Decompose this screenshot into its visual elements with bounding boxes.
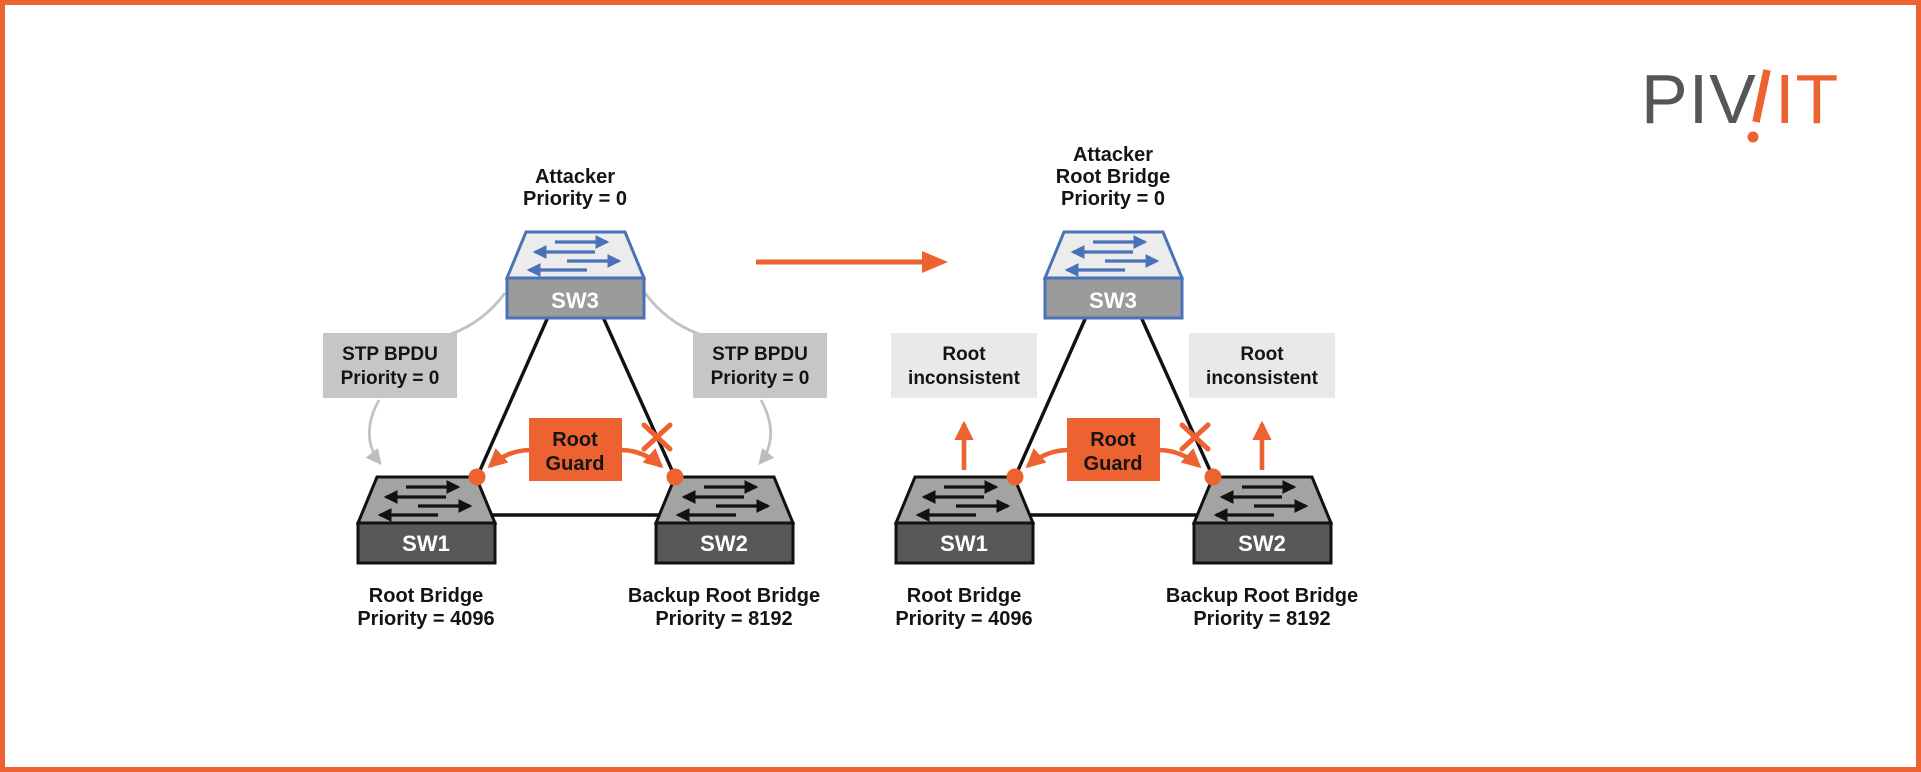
sw3-label: SW3 [551,288,599,313]
sw2-label: SW2 [1238,531,1286,556]
sw1-caption-line1: Root Bridge [907,585,1021,607]
root-guard-arrow-right [1157,447,1202,469]
root-guard-line2: Guard [1084,453,1143,475]
root-guard-line2: Guard [546,453,605,475]
sw2-caption-line1: Backup Root Bridge [628,585,820,607]
root-guard-box: Root Guard [1067,418,1160,481]
callout-line1: Root [1240,344,1284,365]
sw1-caption-line2: Priority = 4096 [895,608,1032,630]
sw3-label: SW3 [1089,288,1137,313]
port-dot-sw2 [1204,468,1222,486]
callout-box [693,333,827,398]
attacker-caption-line1: Attacker [1073,144,1153,166]
sw1-caption-line2: Priority = 4096 [357,608,494,630]
callout-box [891,333,1037,398]
callout-line2: Priority = 0 [341,368,440,389]
root-guard-box: Root Guard [529,418,622,481]
diagram-before: SW3 SW1 SW2 Attacker Priority = 0 STP BP… [323,166,827,630]
callout-box [323,333,457,398]
attacker-caption-line2: Root Bridge [1056,166,1170,188]
port-dot-sw2 [666,468,684,486]
callout-line2: inconsistent [1206,368,1319,389]
sw2-caption-line2: Priority = 8192 [1193,608,1330,630]
callout-line2: inconsistent [908,368,1021,389]
sw1-label: SW1 [940,531,988,556]
sw2-label: SW2 [700,531,748,556]
callout-line2: Priority = 0 [711,368,810,389]
bpdu-arrow-lower-right [758,399,775,466]
bpdu-curve-upper-right [643,292,700,336]
stp-bpdu-callout-left: STP BPDU Priority = 0 [323,333,457,398]
root-guard-line1: Root [1090,429,1136,451]
blocked-x-icon [641,422,673,452]
bpdu-curve-upper-left [450,292,507,336]
sw2-caption-line2: Priority = 8192 [655,608,792,630]
bpdu-arrow-lower-left [365,399,382,466]
sw2-caption-line1: Backup Root Bridge [1166,585,1358,607]
sw1-caption-line1: Root Bridge [369,585,483,607]
pivit-logo-gray-text: PIV [1641,60,1757,138]
root-guard-line1: Root [552,429,598,451]
root-guard-arrow-left [1025,447,1070,469]
attacker-caption-line3: Priority = 0 [1061,188,1165,210]
diagram-after: SW3 SW1 SW2 Attacker Root Bridge Priorit… [891,144,1358,630]
attacker-caption-line1: Attacker [535,166,615,188]
callout-line1: Root [942,344,986,365]
pivit-logo: PIV IT [1641,60,1839,143]
root-inconsistent-callout-right: Root inconsistent [1189,333,1335,398]
sw1-label: SW1 [402,531,450,556]
callout-line1: STP BPDU [712,344,808,365]
root-guard-arrow-left [487,447,532,469]
port-dot-sw1 [1006,468,1024,486]
root-inconsistent-callout-left: Root inconsistent [891,333,1037,398]
callout-box [1189,333,1335,398]
stp-bpdu-callout-right: STP BPDU Priority = 0 [693,333,827,398]
pivit-logo-slash [1752,69,1771,123]
transition-arrow [756,251,948,273]
pivit-logo-orange-text: IT [1775,60,1839,138]
root-guard-rect [529,418,622,481]
blocked-x-icon [1179,422,1211,452]
pivit-logo-dot [1747,131,1759,143]
port-dot-sw1 [468,468,486,486]
root-guard-arrow-right [619,447,664,469]
attacker-caption-line2: Priority = 0 [523,188,627,210]
root-guard-rect [1067,418,1160,481]
callout-line1: STP BPDU [342,344,438,365]
